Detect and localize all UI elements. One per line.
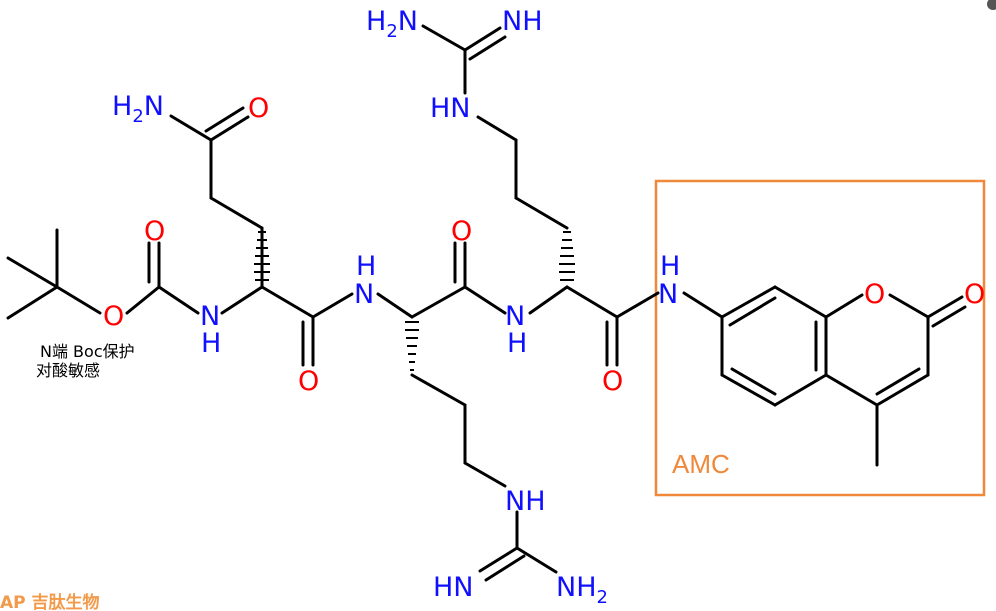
atom-nh-bottom: NH — [505, 486, 546, 517]
stereo-hash-bonds — [254, 231, 575, 371]
atom-n-amc: N — [658, 279, 678, 310]
atom-h-amc: H — [660, 251, 680, 282]
atom-o-boc-ester: O — [103, 301, 124, 332]
atom-nh2-bottom: NH2 — [556, 572, 608, 608]
atom-o-gln-amide: O — [298, 366, 319, 397]
atom-o-gln-side: O — [248, 93, 269, 124]
atom-n-boc: N — [200, 301, 220, 332]
amc-label: AMC — [672, 449, 730, 479]
atom-o-arg1: O — [451, 216, 472, 247]
atom-h-boc: H — [201, 328, 221, 359]
atom-n-arg2: N — [505, 301, 525, 332]
atom-nh2-top: H2N — [366, 6, 418, 42]
atom-o-arg2: O — [602, 366, 623, 397]
atom-nh-top: NH — [502, 6, 543, 37]
atom-o-ring: O — [864, 279, 885, 310]
atom-o-lactone: O — [964, 279, 985, 310]
atom-n-arg1: N — [354, 279, 374, 310]
corner-icon — [987, 0, 996, 10]
atom-o-boc-carbonyl: O — [144, 216, 165, 247]
atom-hn-top: HN — [430, 93, 471, 124]
watermark-logo: AP 吉肽生物 — [0, 592, 100, 611]
boc-note-line2: 对酸敏感 — [36, 361, 100, 380]
amc-highlight-box — [654, 179, 986, 497]
bonds — [6, 24, 967, 582]
atom-h-arg2: H — [507, 328, 527, 359]
atom-hn-bottom: HN — [433, 572, 474, 603]
atom-h-arg1: H — [356, 251, 376, 282]
atom-h2n-gln: H2N — [112, 91, 164, 127]
boc-note-line1: N端 Boc保护 — [40, 342, 135, 361]
